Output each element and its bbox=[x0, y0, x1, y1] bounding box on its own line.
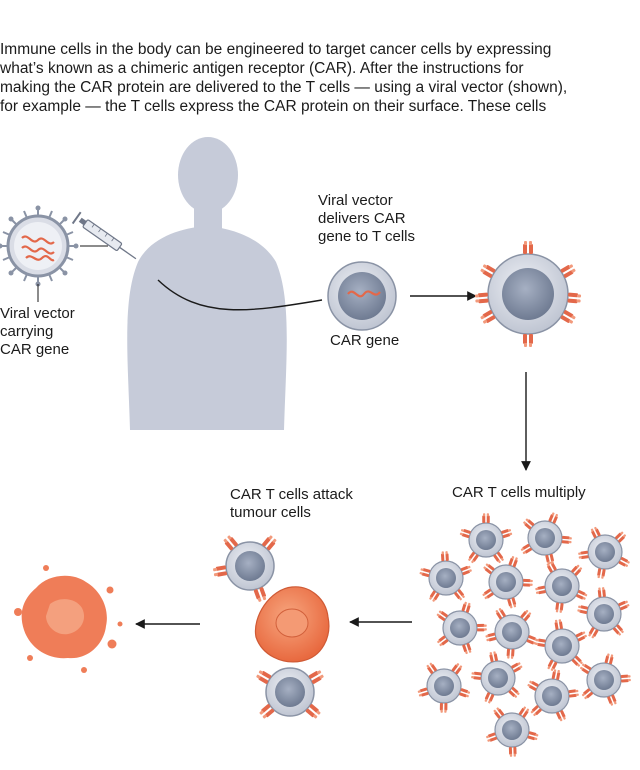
car-t-cell-small bbox=[535, 560, 588, 614]
car-t-cell-small bbox=[459, 513, 513, 564]
intro-line: making the CAR protein are delivered to … bbox=[0, 79, 568, 96]
label-car-gene: CAR gene bbox=[330, 332, 400, 349]
human-body-silhouette bbox=[127, 137, 287, 430]
label-car-t-multiply: CAR T cells multiply bbox=[452, 484, 586, 501]
car-t-cell-small bbox=[577, 587, 630, 640]
car-t-cell-small bbox=[417, 661, 471, 713]
intro-line: Immune cells in the body can be engineer… bbox=[0, 41, 552, 58]
car-t-cell bbox=[474, 241, 582, 347]
car-t-cell-small bbox=[471, 651, 524, 704]
destroyed-tumour-cell bbox=[14, 565, 123, 673]
label-car-t-attack: CAR T cells attack tumour cells bbox=[230, 486, 353, 521]
car-t-cell-small bbox=[485, 607, 539, 659]
tumour-cell bbox=[254, 586, 330, 663]
intro-line: what’s known as a chimeric antigen recep… bbox=[0, 60, 524, 77]
intro-text: Immune cells in the body can be engineer… bbox=[0, 40, 630, 116]
syringe-icon bbox=[71, 211, 137, 260]
car-t-cell-small bbox=[435, 601, 487, 655]
car-t-cell-small bbox=[419, 551, 473, 603]
car-t-cell-small bbox=[485, 705, 539, 757]
label-viral-vector-carrying: Viral vector carrying CAR gene bbox=[0, 305, 75, 358]
car-t-cell-small bbox=[520, 511, 572, 565]
viral-vector-icon bbox=[0, 205, 79, 287]
car-t-cell-small bbox=[481, 555, 533, 609]
t-cell-receiving-gene bbox=[327, 261, 397, 331]
car-t-cell-population bbox=[417, 511, 631, 757]
car-t-cell-attacking bbox=[212, 534, 278, 603]
car-t-cell-small bbox=[534, 618, 588, 672]
car-t-cell-small bbox=[579, 653, 631, 707]
car-t-cell-small bbox=[526, 669, 580, 722]
intro-line: for example — the T cells express the CA… bbox=[0, 98, 547, 115]
label-viral-vector-delivers: Viral vector delivers CAR gene to T cell… bbox=[318, 192, 416, 245]
injection-arrow bbox=[157, 279, 323, 311]
car-t-cell-attacking bbox=[255, 667, 325, 720]
car-t-cell-small bbox=[577, 526, 631, 579]
